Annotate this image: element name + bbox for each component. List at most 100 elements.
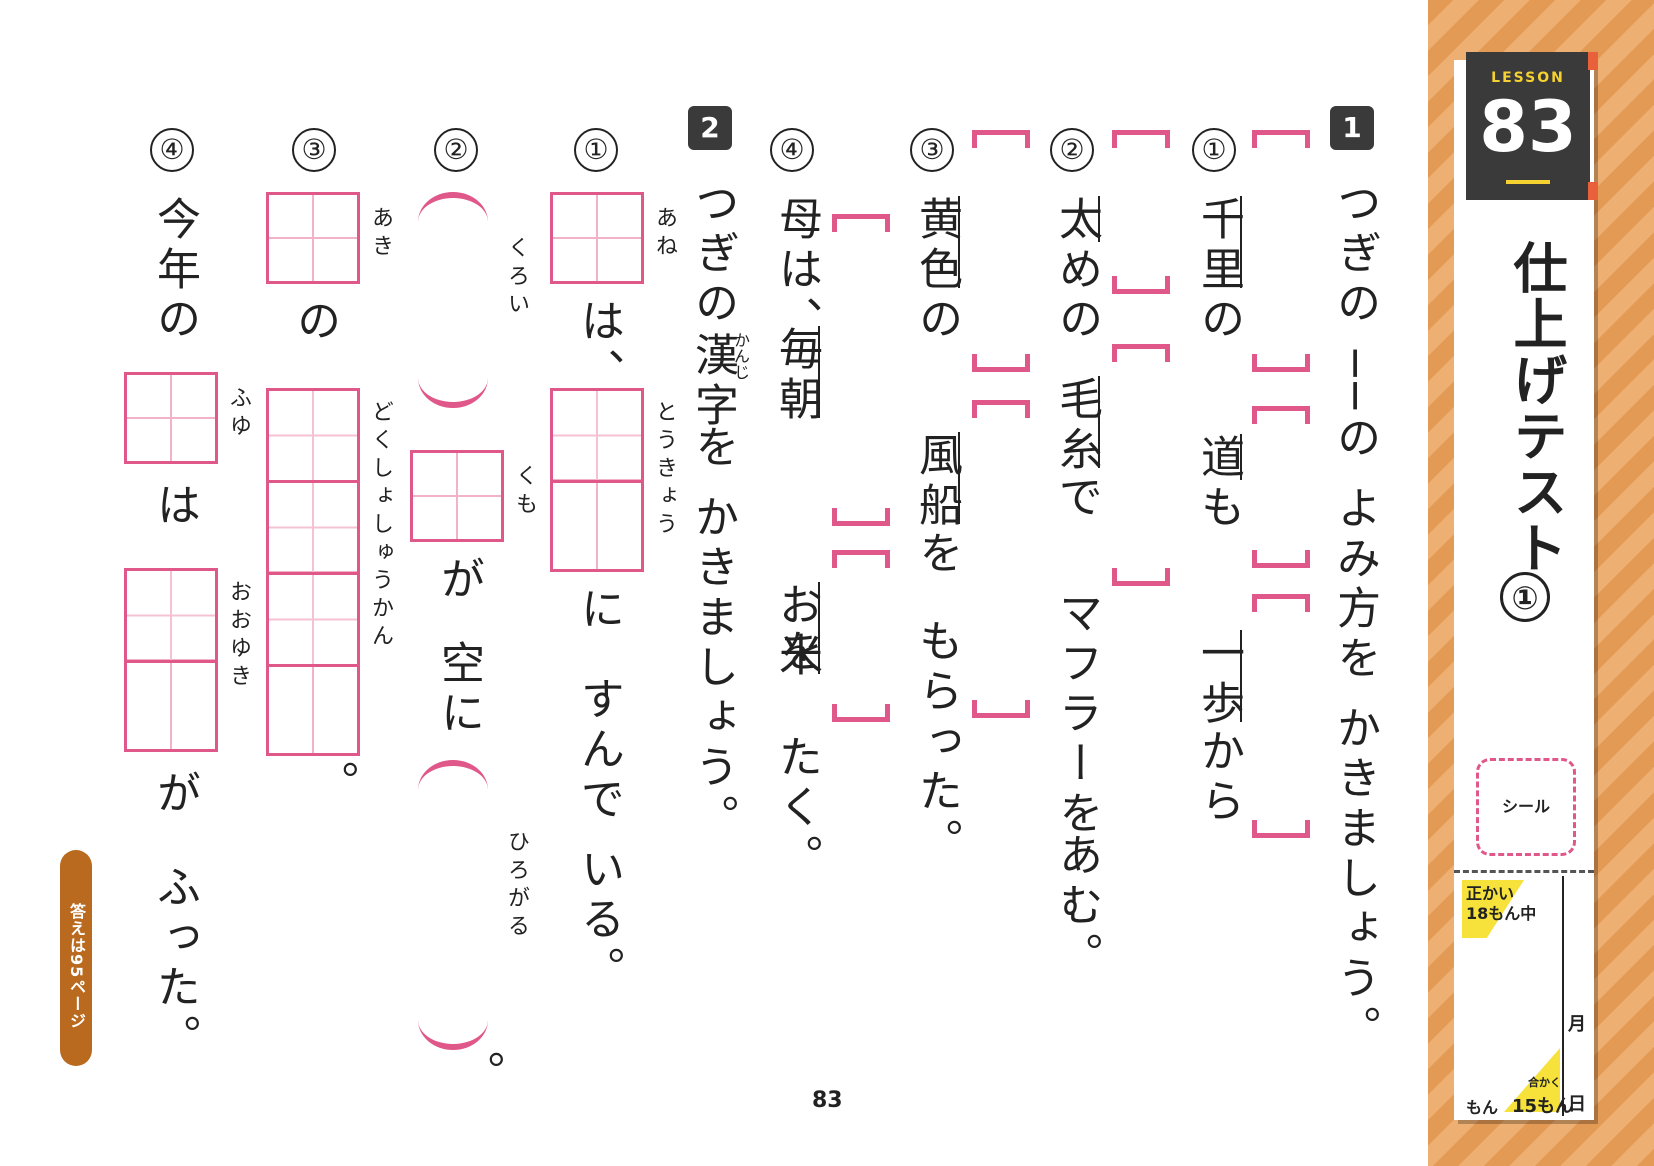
s1-q1-bracket-b-bottom	[1252, 550, 1310, 568]
s2-q4-text-3: が	[149, 770, 200, 820]
s2-q4-box-1[interactable]	[124, 372, 218, 464]
s1-q2-underline-a	[1098, 196, 1100, 242]
s2-q3-text-2: 。	[307, 760, 358, 810]
s2-q1-number: ①	[574, 128, 618, 172]
pass-label: 合かく	[1528, 1076, 1561, 1089]
s2-q3-furigana-1: あき	[368, 206, 393, 262]
s2-q4-furigana-1: ふゆ	[226, 386, 251, 442]
s2-q3-furigana-2: どくしょしゅうかん	[368, 400, 393, 652]
lesson-badge: LESSON 83	[1466, 52, 1590, 200]
s1-q1-underline-c	[1240, 434, 1242, 480]
s2-q2-number: ②	[434, 128, 478, 172]
s2-q3-box-2[interactable]	[266, 388, 360, 756]
s2-q1-text-2: に	[573, 586, 624, 636]
s2-q2-text-1: が	[433, 556, 484, 606]
s2-q2-furigana-3: ひろがる	[504, 830, 529, 942]
day-label: 日	[1568, 1094, 1586, 1115]
s2-q3-number: ③	[292, 128, 336, 172]
s1-q2-text-d: で	[1051, 474, 1102, 524]
section2-instruction-kanji: 漢字	[687, 332, 738, 432]
s1-q2-bracket-a-top	[1112, 130, 1170, 148]
s1-q3-text-d: を	[911, 530, 962, 580]
s1-q4-text-a: 母は、	[771, 196, 822, 346]
s1-q1-text-b: の	[1193, 296, 1244, 346]
s2-q2-text-3: 。	[453, 1050, 504, 1100]
s1-q3-bracket-b-bottom	[972, 700, 1030, 718]
s1-q2-bracket-b-bottom	[1112, 568, 1170, 586]
ribbon-fold-top	[1588, 52, 1598, 70]
lesson-number: 83	[1479, 86, 1577, 168]
s1-q4-text-b: 毎朝	[771, 326, 822, 426]
s1-q3-text-b: の	[911, 296, 962, 346]
s2-q4-furigana-2: おおゆき	[226, 580, 251, 692]
pass-number: 15もん	[1512, 1096, 1574, 1117]
section1-instruction: つぎの ──の よみ方を かきましょう。	[1329, 180, 1380, 1055]
answer-page-note: 答えは95ページ	[60, 850, 92, 1066]
s2-q2-furigana-2: くも	[512, 464, 537, 520]
s1-q1-underline-e	[1240, 630, 1242, 722]
s1-q1-bracket-a-bottom	[1252, 354, 1310, 372]
s1-q3-number: ③	[910, 128, 954, 172]
s2-q4-text-2: は	[149, 482, 200, 532]
s1-q4-text-e: たく。	[771, 734, 822, 884]
page-title: 仕上げテスト	[1504, 240, 1567, 576]
s1-q1-text-f: から	[1193, 728, 1244, 828]
s1-q2-number: ②	[1050, 128, 1094, 172]
s2-q3-text-1: の	[289, 298, 340, 348]
s1-q1-number: ①	[1192, 128, 1236, 172]
s1-q4-bracket-b-top	[832, 550, 890, 568]
s2-q3-box-2-cell-2	[269, 483, 357, 575]
s1-q3-underline-c	[958, 432, 960, 524]
s2-q2-box[interactable]	[410, 450, 504, 542]
s2-q1-box-2[interactable]	[550, 388, 644, 572]
s2-q2-paren-2-close	[418, 1000, 488, 1050]
s1-q2-text-e: マフラーを	[1051, 590, 1102, 840]
s2-q4-box-2[interactable]	[124, 568, 218, 752]
s1-q4-bracket-b-bottom	[832, 704, 890, 722]
s1-q3-text-e: もらった。	[911, 618, 962, 868]
s2-q1-furigana-1: あね	[652, 206, 677, 262]
s2-q3-box-2-cell-3	[269, 575, 357, 667]
s2-q1-furigana-2: とうきょう	[652, 400, 677, 540]
s1-q3-bracket-a-top	[972, 130, 1030, 148]
s2-q1-box-1[interactable]	[550, 192, 644, 284]
sticker-slot: シール	[1476, 758, 1576, 856]
s2-q1-text-3: すんで いる。	[573, 676, 624, 996]
s2-q2-paren-2-open	[418, 760, 488, 810]
ribbon-fold-bottom	[1588, 182, 1598, 200]
s2-q4-box-2-cell	[127, 571, 215, 663]
s1-q1-text-a: 千里	[1193, 196, 1244, 296]
s1-q2-text-c: 毛糸	[1051, 376, 1102, 476]
s2-q3-box-1[interactable]	[266, 192, 360, 284]
s1-q1-underline-a	[1240, 196, 1242, 288]
s1-q4-bracket-a-top	[832, 214, 890, 232]
s1-q3-bracket-a-bottom	[972, 354, 1030, 372]
score-unit: もん	[1466, 1098, 1499, 1117]
s1-q2-text-a: 太	[1051, 196, 1102, 246]
s2-q4-text-4: ふった。	[149, 864, 200, 1064]
s2-q2-furigana-1: くろい	[504, 236, 529, 320]
s1-q4-bracket-a-bottom	[832, 508, 890, 526]
s1-q3-bracket-b-top	[972, 400, 1030, 418]
s1-q4-number: ④	[770, 128, 814, 172]
lesson-tag: LESSON	[1491, 70, 1565, 86]
s1-q1-bracket-a-top	[1252, 130, 1310, 148]
score-divider	[1562, 876, 1564, 1116]
s1-q1-bracket-b-top	[1252, 406, 1310, 424]
section2-instruction-b: を かきましょう。	[687, 424, 738, 844]
s1-q3-underline-a	[958, 196, 960, 288]
s1-q1-text-c: 道	[1193, 434, 1244, 484]
s1-q4-text-c: お米	[771, 582, 822, 682]
s2-q4-number: ④	[150, 128, 194, 172]
s2-q1-text-1: は、	[573, 298, 624, 398]
score-area	[1454, 870, 1594, 1123]
section2-instruction-a: つぎの	[687, 180, 738, 330]
section2-instruction-ruby: かんじ	[731, 332, 750, 380]
month-label: 月	[1568, 1014, 1586, 1035]
s1-q4-text-d: を	[771, 628, 822, 678]
s1-q3-text-a: 黄色	[911, 196, 962, 296]
page-number: 83	[812, 1088, 843, 1113]
s1-q3-text-c: 風船	[911, 432, 962, 532]
score-label: 正かい 18もん中	[1466, 884, 1537, 923]
s1-q1-text-e: 一歩	[1193, 630, 1244, 730]
